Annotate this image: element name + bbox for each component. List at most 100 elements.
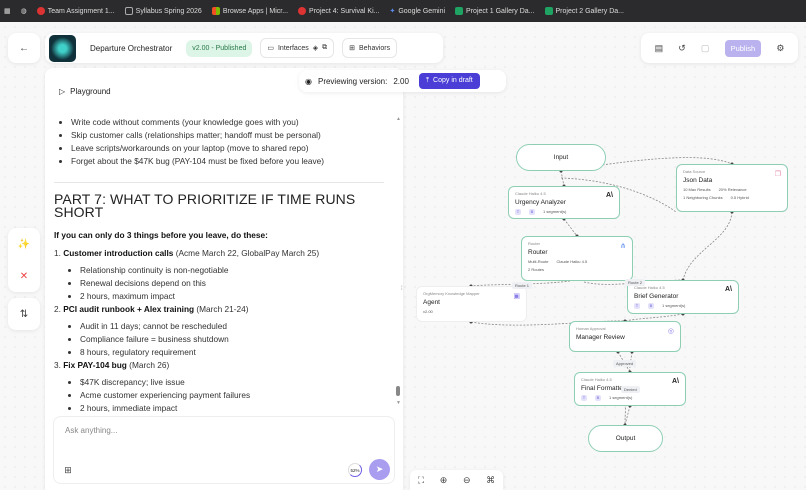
node-kind: Router: [528, 241, 541, 246]
scroll-thumb[interactable]: [396, 386, 400, 396]
data-source-icon: ❐: [774, 171, 781, 178]
item-detail: (March 26): [126, 360, 170, 370]
robot-icon: ▣: [513, 293, 520, 300]
node-meta: 2 Routes: [528, 267, 545, 272]
playground-panel: ▷Playground Write code without comments …: [45, 68, 403, 490]
node-kind: Claude Haiku 4.5: [515, 191, 546, 196]
chat-input-box: Ask anything... ⊞ 52% ➤: [53, 416, 395, 484]
bookmark-3[interactable]: Project 4: Survival Ki...: [298, 7, 379, 15]
sheets-icon: [455, 7, 464, 15]
zoom-in-icon[interactable]: ⊕: [439, 474, 448, 485]
interfaces-button[interactable]: ▭Interfaces◈⧉: [260, 38, 335, 58]
item-title: PCI audit runbook + Alex training: [63, 304, 195, 314]
close-button[interactable]: ✕: [8, 260, 40, 292]
list-item: Leave scripts/workarounds on your laptop…: [71, 142, 384, 155]
list-item: Write code without comments (your knowle…: [71, 116, 384, 129]
priority-item-1: 1. Customer introduction calls (Acme Mar…: [54, 247, 384, 260]
node-kind: Claude Haiku 4.5: [581, 377, 612, 382]
fit-view-icon[interactable]: ⛶: [417, 474, 425, 485]
bookmark-label: Google Gemini: [398, 7, 446, 15]
bookmark-0[interactable]: Team Assignment 1...: [36, 7, 115, 15]
node-agent[interactable]: OrgMemory Knowledge Mapper Agent v2.00 ▣: [416, 286, 527, 322]
version-badge: v2.00 - Published: [186, 39, 253, 57]
interfaces-label: Interfaces: [277, 44, 309, 52]
save-icon[interactable]: ▢: [700, 42, 710, 53]
right-toolbar: ▤ ↺ ▢ Publish ⚙: [641, 33, 798, 63]
edge-label-route2: Route 2: [625, 279, 646, 286]
playground-toggle[interactable]: ▷Playground: [59, 87, 111, 96]
bookmark-2[interactable]: Browse Apps | Micr...: [211, 7, 288, 15]
send-icon: ➤: [375, 464, 384, 474]
node-title: Json Data: [683, 177, 713, 184]
node-title: Brief Generator: [634, 293, 679, 300]
document-icon[interactable]: ▤: [654, 42, 664, 53]
list-item: Skip customer calls (relationships matte…: [71, 129, 384, 142]
arrow-up-icon: ⤒: [425, 77, 430, 84]
priority-item-2: 2. PCI audit runbook + Alex training (Ma…: [54, 303, 384, 316]
scroll-down-icon[interactable]: ▼: [396, 400, 401, 406]
bookmark-6[interactable]: Project 2 Gallery Da...: [544, 7, 624, 15]
item-number: 1.: [54, 248, 61, 258]
window-icon: ▭: [267, 45, 274, 52]
intro-text: If you can only do 3 things before you l…: [54, 230, 268, 240]
list-item: Relationship continuity is non-negotiabl…: [80, 264, 384, 277]
copy-in-draft-button[interactable]: ⤒Copy in draft: [418, 73, 480, 89]
publish-button[interactable]: Publish: [724, 39, 762, 57]
node-meta: 1 segment(s): [543, 209, 567, 214]
history-icon[interactable]: ↺: [678, 42, 686, 53]
close-icon: ✕: [19, 270, 29, 282]
bookmark-label: Project 2 Gallery Da...: [555, 7, 624, 15]
node-kind: OrgMemory Knowledge Mapper: [423, 291, 480, 296]
app-title: Departure Orchestrator: [90, 43, 173, 53]
node-manager-review[interactable]: Human Approval Manager Review ◎: [569, 321, 681, 352]
side-toolbar: ✨ ✕: [8, 228, 40, 292]
plus-square-icon: ⊞: [64, 464, 72, 475]
bookmark-4[interactable]: ✦Google Gemini: [389, 7, 446, 16]
list-item: Renewal decisions depend on this: [80, 277, 384, 290]
apps-grid-icon[interactable]: ▦: [4, 8, 11, 15]
folder-icon: [124, 7, 133, 15]
git-compare-icon: ⇅: [19, 308, 29, 320]
diamond-icon[interactable]: ◈: [312, 45, 319, 52]
anthropic-icon: A\: [725, 286, 732, 293]
command-icon[interactable]: ⌘: [486, 474, 496, 485]
chat-input[interactable]: Ask anything...: [65, 426, 118, 435]
bookmarks-bar: ▦ ◍ Team Assignment 1... Syllabus Spring…: [0, 0, 806, 22]
compare-button[interactable]: ⇅: [8, 298, 40, 330]
node-kind: Data Source: [683, 169, 706, 174]
panel-resize-handle[interactable]: ⁞: [401, 286, 403, 292]
chip-t: T: [581, 395, 587, 401]
zoom-controls: ⛶ ⊕ ⊖ ⌘: [410, 470, 503, 490]
attach-button[interactable]: ⊞: [60, 462, 76, 478]
list-item: 2 hours, immediate impact: [80, 402, 384, 415]
item-title: Customer introduction calls: [63, 248, 174, 258]
node-title: Output: [615, 435, 636, 442]
send-button[interactable]: ➤: [369, 459, 390, 480]
gear-icon[interactable]: ⚙: [776, 42, 785, 53]
sheets-icon: [544, 7, 553, 15]
item-detail: (March 21-24): [194, 304, 249, 314]
edge-label-route1: Route 1: [512, 282, 533, 289]
behaviors-button[interactable]: ⊞Behaviors: [342, 38, 398, 58]
context-usage-ring: 52%: [348, 463, 362, 477]
edge-json-brief: [682, 211, 733, 281]
scroll-up-icon[interactable]: ▲: [396, 116, 401, 122]
bookmark-5[interactable]: Project 1 Gallery Da...: [455, 7, 535, 15]
zoom-out-icon[interactable]: ⊖: [462, 474, 471, 485]
back-button[interactable]: ←: [8, 33, 40, 63]
behaviors-label: Behaviors: [359, 44, 391, 52]
sparkles-button[interactable]: ✨: [8, 228, 40, 260]
node-input[interactable]: Input: [516, 144, 606, 171]
globe-icon[interactable]: ◍: [20, 8, 27, 15]
bookmark-1[interactable]: Syllabus Spring 2026: [124, 7, 202, 15]
node-output[interactable]: Output: [588, 425, 663, 452]
section-heading: PART 7: WHAT TO PRIORITIZE IF TIME RUNS …: [54, 182, 384, 219]
copy-icon[interactable]: ⧉: [322, 44, 328, 51]
chat-scrollbar[interactable]: ▲ ▼: [396, 116, 401, 406]
preview-version: 2.00: [393, 76, 409, 86]
